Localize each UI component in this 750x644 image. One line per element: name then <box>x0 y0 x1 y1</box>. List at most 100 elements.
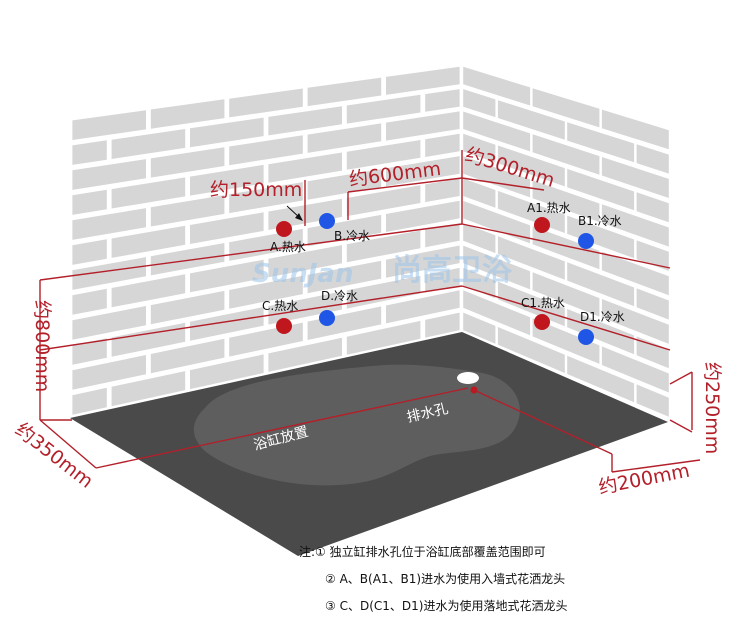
wall-tile <box>307 306 382 340</box>
wall-tile <box>497 236 565 280</box>
cold-point-d <box>319 310 335 326</box>
wall-tile <box>150 99 225 129</box>
note-3: ③ C、D(C1、D1)进水为使用落地式花洒龙头 <box>325 599 568 613</box>
cold-point-b <box>319 213 335 229</box>
wall-tile <box>636 240 669 271</box>
watermark-cn: 尚高卫浴 <box>392 253 513 288</box>
wall-tile <box>72 306 146 340</box>
wall-tile <box>463 200 531 244</box>
watermark-latin: SunJan <box>252 259 353 289</box>
wall-tile <box>532 226 600 270</box>
wall-tile <box>346 185 421 217</box>
wall-tile <box>567 122 635 163</box>
wall-tile <box>497 281 565 327</box>
wall-tile <box>307 169 382 200</box>
dim-350: 约350mm <box>11 419 97 493</box>
wall-tile <box>463 133 496 163</box>
wall-tile <box>425 133 460 157</box>
wall-tile <box>72 159 146 190</box>
wall-tile <box>386 66 460 95</box>
wall-tile <box>229 275 303 309</box>
wall-tile <box>425 267 460 293</box>
dim-250: 约250mm <box>701 362 723 454</box>
wall-tile <box>111 225 186 258</box>
cold-point-b1 <box>578 233 594 249</box>
wall-tile <box>601 299 669 344</box>
wall-tile <box>268 245 342 278</box>
pipe-lines <box>39 150 701 473</box>
wall-tile <box>72 189 107 215</box>
hot-point-a1 <box>534 217 550 233</box>
wall-tile <box>190 307 264 341</box>
wall-tile <box>190 354 264 390</box>
wall-tile <box>268 106 342 136</box>
label-b: B.冷水 <box>334 229 370 243</box>
wall-tile <box>72 288 107 315</box>
wall-tile <box>636 288 669 320</box>
wall-tile <box>636 384 669 417</box>
wall-tile <box>111 371 186 407</box>
wall-tile <box>72 355 146 390</box>
wall-tile <box>532 272 600 317</box>
hot-point-a <box>276 221 292 237</box>
wall-tile <box>307 260 382 294</box>
wall-tile <box>425 223 460 248</box>
wall-tile <box>386 245 460 278</box>
wall-tile <box>268 152 342 183</box>
wall-tile <box>567 309 635 355</box>
dim-200: 约200mm <box>597 460 692 499</box>
wall-tile <box>307 77 382 107</box>
wall-tile <box>190 117 264 148</box>
wall-tile <box>532 88 600 128</box>
wall-tile <box>497 327 565 373</box>
note-2: ② A、B(A1、B1)进水为使用入墙式花洒龙头 <box>325 572 566 586</box>
hot-point-c1 <box>534 314 550 330</box>
wall-tile <box>636 192 669 223</box>
wall-tile <box>463 267 496 299</box>
wall-tile <box>497 100 565 140</box>
wall-tile <box>307 123 382 153</box>
wall-tile <box>463 312 496 344</box>
wall-tile <box>229 88 303 118</box>
wall-tile <box>463 245 531 290</box>
wall-tile <box>532 318 600 364</box>
wall-tile <box>601 204 669 247</box>
dim-150: 约150mm <box>210 179 302 201</box>
wall-tile <box>567 168 635 211</box>
wall-tile <box>567 215 635 259</box>
wall-tile <box>386 290 460 324</box>
wall-tile <box>111 177 186 209</box>
wall-tile <box>190 164 264 196</box>
wall-tile <box>229 135 303 166</box>
wall-tile <box>532 180 600 222</box>
wall-tile <box>190 212 264 244</box>
wall-tile <box>150 338 225 374</box>
wall-tile <box>636 336 669 369</box>
wall-tile <box>72 140 107 165</box>
hot-point-c <box>276 318 292 334</box>
wall-tile <box>497 145 565 187</box>
wall-tile <box>150 290 225 325</box>
wall-tile <box>72 338 107 365</box>
wall-tile <box>425 89 460 112</box>
wall-tile <box>601 251 669 296</box>
wall-tile <box>601 109 669 150</box>
wall-tile <box>190 259 264 293</box>
wall-tile <box>346 320 421 355</box>
label-c1: C1.热水 <box>521 296 565 310</box>
wall-tile <box>72 257 146 290</box>
back-wall <box>70 64 462 418</box>
wall-tile <box>463 111 531 152</box>
wall-tile <box>567 262 635 307</box>
wall-tile <box>463 290 531 336</box>
label-a: A.热水 <box>270 240 306 254</box>
wall-tile <box>567 355 635 403</box>
wall-tile <box>425 178 460 203</box>
wall-tile <box>463 66 531 106</box>
wall-tile <box>532 134 600 175</box>
wall-tile <box>601 157 669 198</box>
dim-800: 约800mm <box>31 300 53 392</box>
note-1: 注:① 独立缸排水孔位于浴缸底部覆盖范围即可 <box>299 545 546 559</box>
wall-tile <box>346 94 421 124</box>
